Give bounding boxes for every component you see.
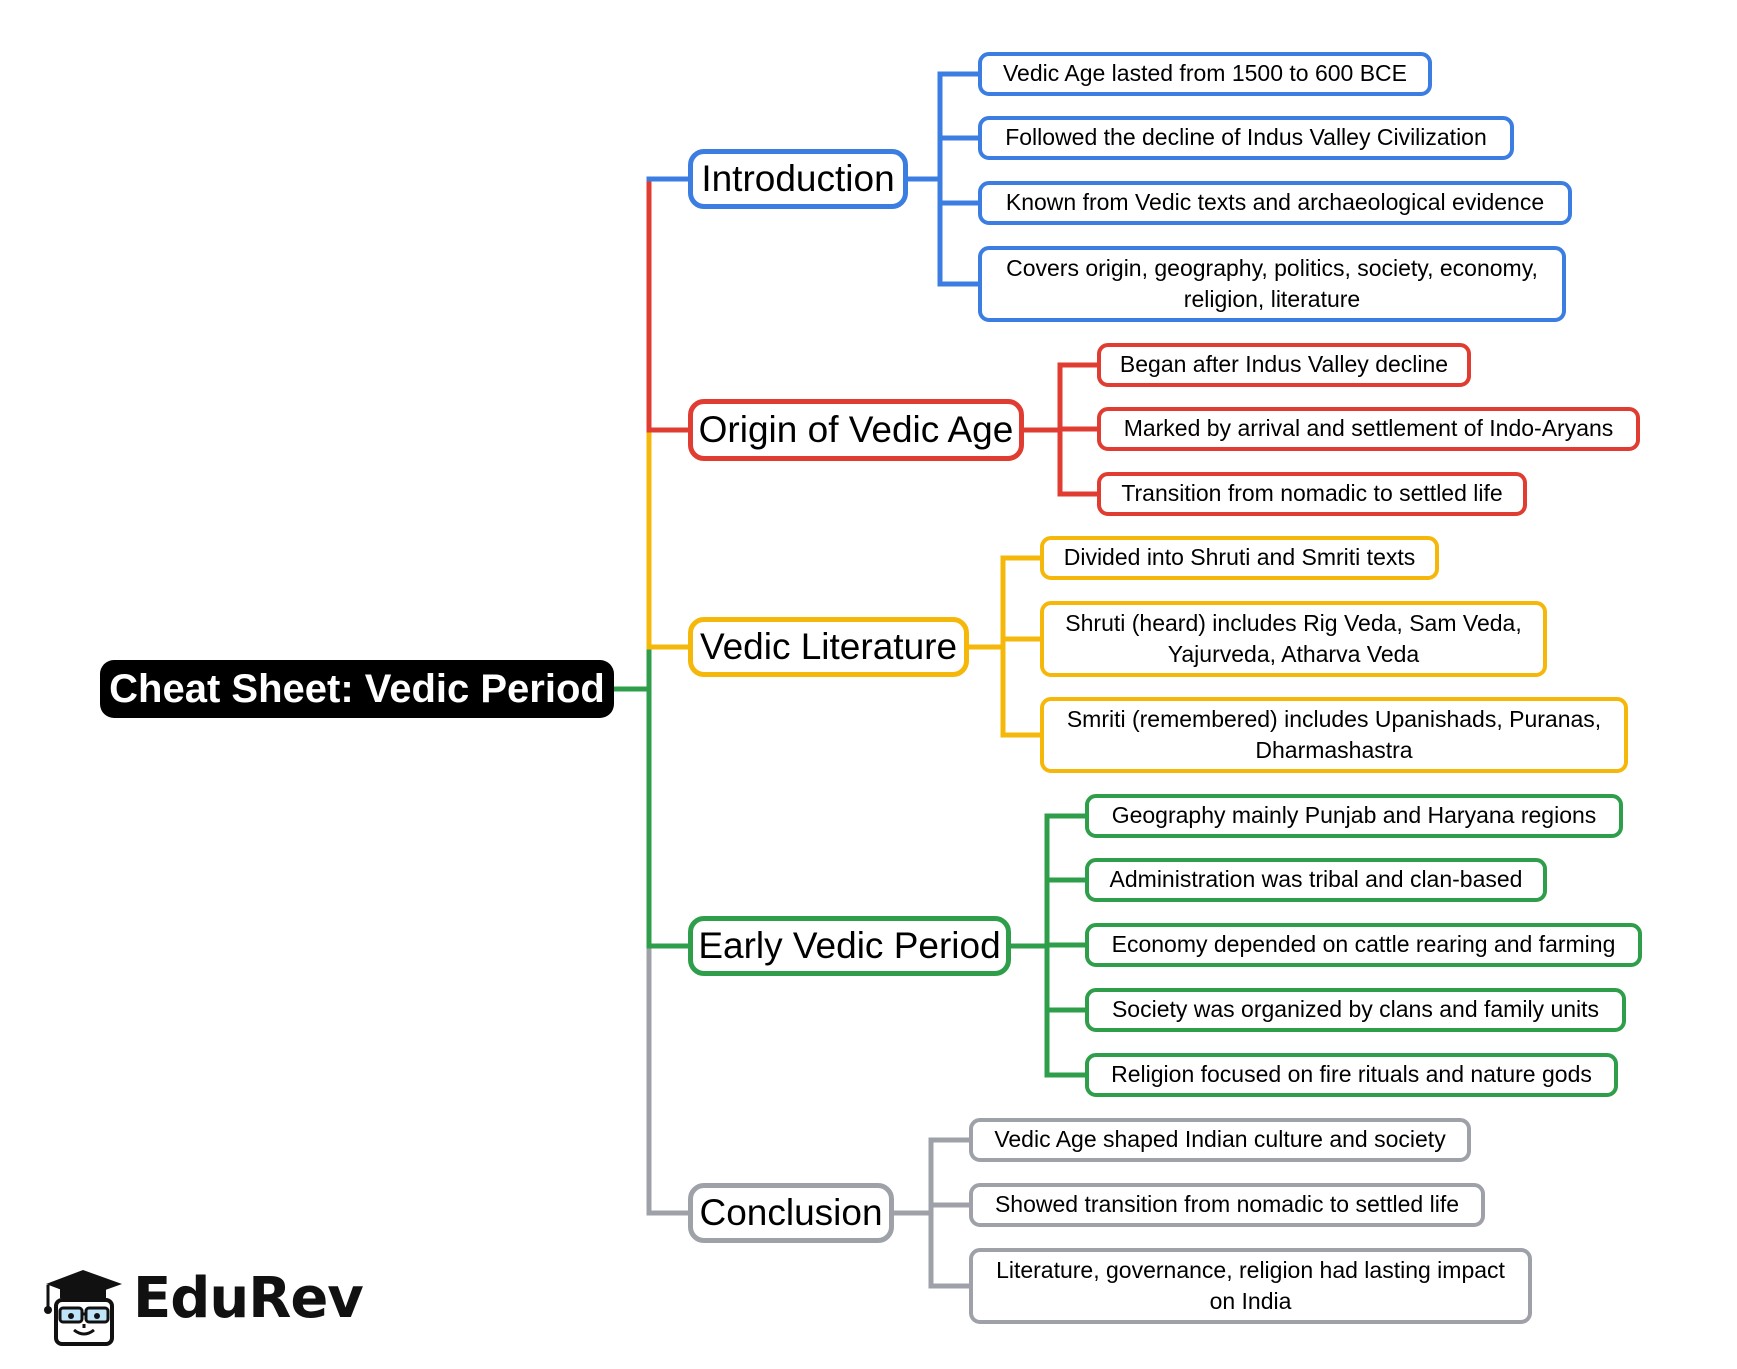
edurev-logo-text: EduRev	[133, 1266, 364, 1331]
branch-origin-of-vedic-age: Origin of Vedic Age	[688, 399, 1024, 461]
leaf-introduction-4: Covers origin, geography, politics, soci…	[978, 246, 1566, 322]
leaf-origin-1: Began after Indus Valley decline	[1097, 343, 1471, 387]
leaf-early-vedic-2: Administration was tribal and clan-based	[1085, 858, 1547, 902]
leaf-origin-2: Marked by arrival and settlement of Indo…	[1097, 407, 1640, 451]
leaf-early-vedic-5: Religion focused on fire rituals and nat…	[1085, 1053, 1618, 1097]
leaf-introduction-2: Followed the decline of Indus Valley Civ…	[978, 116, 1514, 160]
leaf-conclusion-3: Literature, governance, religion had las…	[969, 1248, 1532, 1324]
leaf-literature-1: Divided into Shruti and Smriti texts	[1040, 536, 1439, 580]
root-node: Cheat Sheet: Vedic Period	[100, 660, 614, 718]
leaf-introduction-3: Known from Vedic texts and archaeologica…	[978, 181, 1572, 225]
leaf-early-vedic-1: Geography mainly Punjab and Haryana regi…	[1085, 794, 1623, 838]
leaf-origin-3: Transition from nomadic to settled life	[1097, 472, 1527, 516]
branch-conclusion: Conclusion	[688, 1183, 894, 1243]
branch-vedic-literature: Vedic Literature	[688, 617, 969, 677]
branch-early-vedic-period: Early Vedic Period	[688, 916, 1011, 976]
leaf-literature-2: Shruti (heard) includes Rig Veda, Sam Ve…	[1040, 601, 1547, 677]
leaf-early-vedic-4: Society was organized by clans and famil…	[1085, 988, 1626, 1032]
leaf-introduction-1: Vedic Age lasted from 1500 to 600 BCE	[978, 52, 1432, 96]
branch-introduction: Introduction	[688, 149, 908, 209]
leaf-early-vedic-3: Economy depended on cattle rearing and f…	[1085, 923, 1642, 967]
graduate-cap-face-icon	[44, 1270, 122, 1346]
leaf-literature-3: Smriti (remembered) includes Upanishads,…	[1040, 697, 1628, 773]
leaf-conclusion-1: Vedic Age shaped Indian culture and soci…	[969, 1118, 1471, 1162]
leaf-conclusion-2: Showed transition from nomadic to settle…	[969, 1183, 1485, 1227]
